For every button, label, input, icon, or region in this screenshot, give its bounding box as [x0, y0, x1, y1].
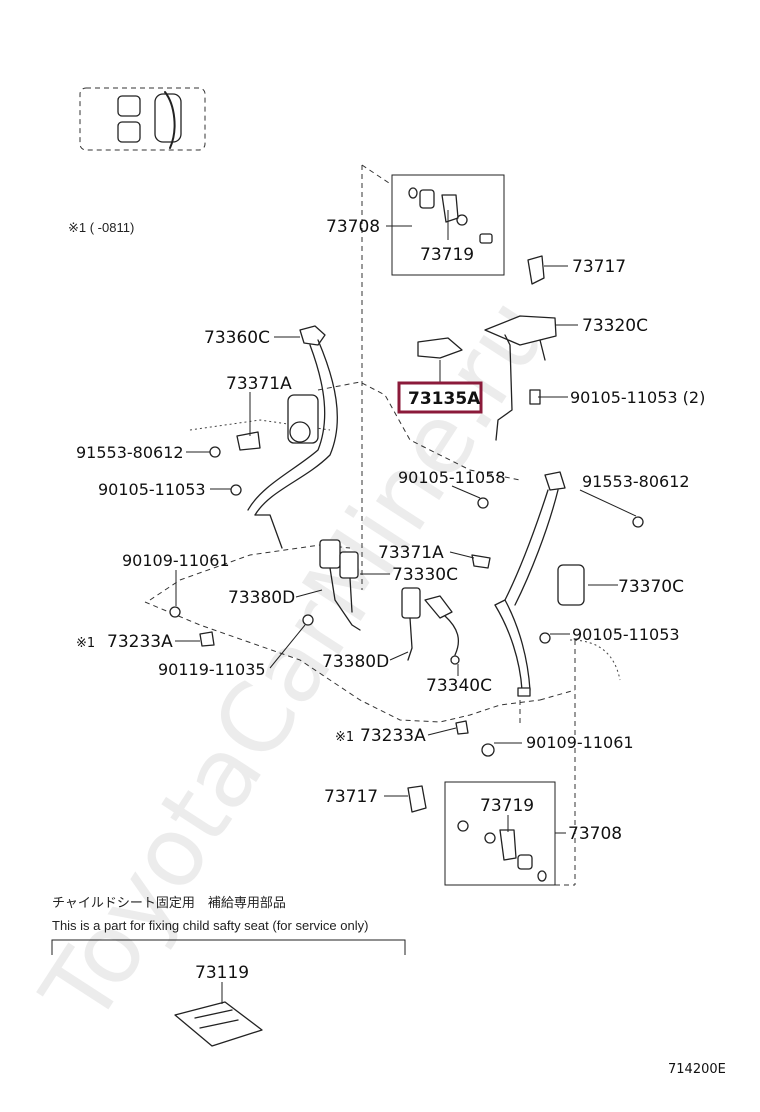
label-73119[interactable]: 73119 — [195, 963, 249, 983]
label-73719-bottom[interactable]: 73719 — [480, 796, 534, 816]
bolt-center — [477, 497, 489, 509]
clip-part-top — [527, 255, 545, 285]
bolt-left-upper — [209, 446, 221, 458]
note-mark: ※1 ( -0811) — [68, 220, 134, 235]
cover-part — [417, 337, 463, 359]
label-90105-11058[interactable]: 90105-11058 — [398, 468, 506, 487]
part-labels: 73708 73719 73717 73320C 73135A 90105-11… — [76, 217, 705, 983]
bolt-right-upper — [632, 516, 644, 528]
leader-lines — [175, 225, 637, 834]
label-73371A-left[interactable]: 73371A — [226, 374, 292, 394]
bracket-assembly-bottom — [444, 781, 556, 886]
label-91553-80612-left[interactable]: 91553-80612 — [76, 443, 184, 462]
label-73717-top[interactable]: 73717 — [572, 257, 626, 277]
label-73330C[interactable]: 73330C — [392, 565, 458, 585]
label-90109-11061-left[interactable]: 90109-11061 — [122, 551, 230, 570]
cap-left-73233A — [199, 631, 215, 647]
bolt-left-lower — [230, 484, 242, 496]
label-90109-11061-right[interactable]: 90109-11061 — [526, 733, 634, 752]
label-73708-top[interactable]: 73708 — [326, 217, 380, 237]
clip-part-bottom — [407, 785, 427, 813]
bolt-90119 — [302, 614, 314, 626]
label-73370C[interactable]: 73370C — [618, 577, 684, 597]
label-73708-bottom[interactable]: 73708 — [568, 824, 622, 844]
mark-1-left: ※1 — [76, 636, 95, 651]
label-90105-11053-2[interactable]: 90105-11053 (2) — [570, 388, 705, 407]
label-73135A[interactable]: 73135A — [408, 389, 481, 409]
child-seat-note-english: This is a part for fixing child safty se… — [52, 918, 368, 933]
label-73380D-left[interactable]: 73380D — [228, 588, 295, 608]
label-90105-11053-right[interactable]: 90105-11053 — [572, 625, 680, 644]
left-belt-assembly — [236, 325, 338, 549]
bolt-right-90109 — [481, 743, 495, 757]
buckle-assembly-center — [319, 539, 460, 665]
bracket-assembly-top — [391, 174, 505, 276]
bolt-left-90109 — [169, 606, 181, 618]
bolt-right-lower — [539, 632, 551, 644]
label-73371A-mid[interactable]: 73371A — [378, 543, 444, 563]
cap-right-73233A — [455, 720, 469, 735]
label-73360C[interactable]: 73360C — [204, 328, 270, 348]
diagram-code: 714200E — [668, 1062, 726, 1077]
label-90105-11053-left[interactable]: 90105-11053 — [98, 480, 206, 499]
label-73233A-left[interactable]: 73233A — [107, 632, 173, 652]
label-73717-bottom[interactable]: 73717 — [324, 787, 378, 807]
child-seat-section — [51, 939, 406, 1047]
label-73340C[interactable]: 73340C — [426, 676, 492, 696]
label-73233A-right[interactable]: 73233A — [360, 726, 426, 746]
label-73380D-mid[interactable]: 73380D — [322, 652, 389, 672]
vehicle-position-icon — [79, 87, 206, 151]
label-73719-top[interactable]: 73719 — [420, 245, 474, 265]
label-90119-11035[interactable]: 90119-11035 — [158, 660, 266, 679]
anchor-plate — [484, 315, 557, 441]
highlight-box — [397, 381, 483, 414]
label-91553-80612-right[interactable]: 91553-80612 — [582, 472, 690, 491]
right-belt-assembly — [471, 471, 585, 697]
label-73320C[interactable]: 73320C — [582, 316, 648, 336]
child-seat-note-japanese: チャイルドシート固定用 補給専用部品 — [52, 895, 286, 910]
mark-1-right: ※1 — [335, 730, 354, 745]
